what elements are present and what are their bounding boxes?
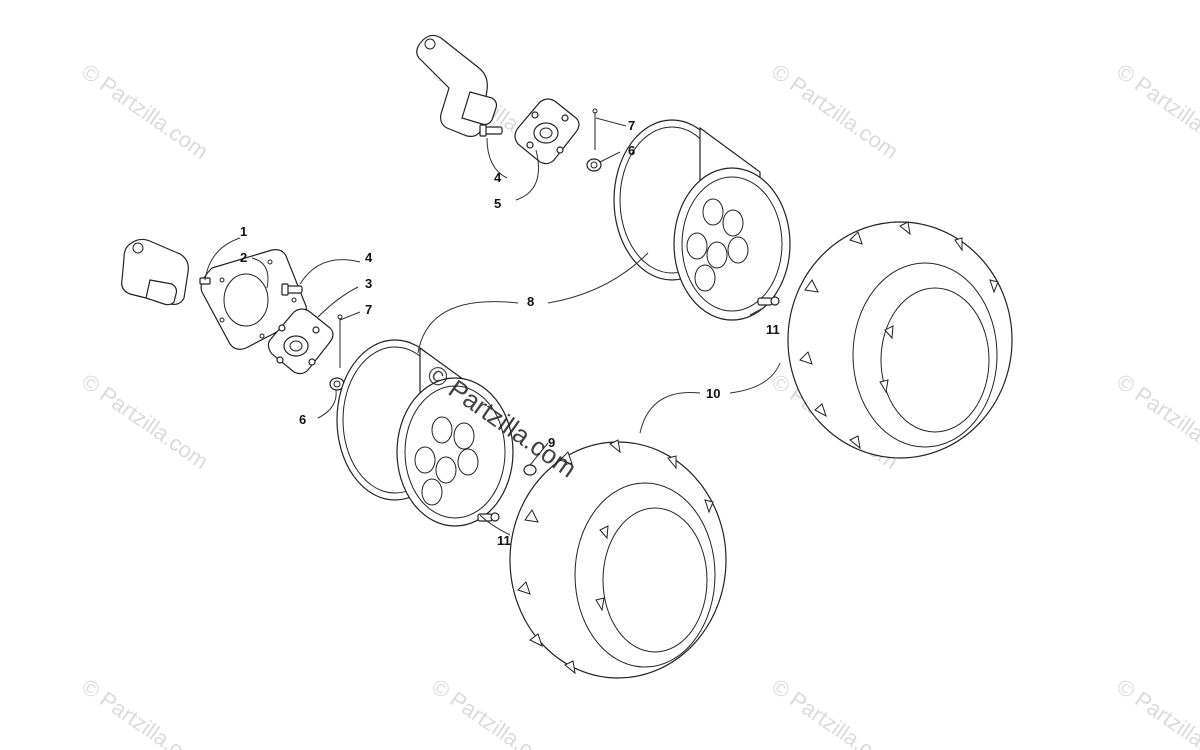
watermark: © Partzilla.com: [427, 674, 563, 750]
callout-2: 2: [240, 250, 247, 265]
front-wheel-rim: [336, 339, 514, 527]
front-cotter-pin: [337, 314, 343, 368]
rear-hub-bolt: [479, 124, 503, 137]
callout-9: 9: [548, 435, 555, 450]
callout-4-rear: 4: [494, 170, 502, 185]
watermark: © Partzilla.com: [767, 59, 903, 165]
leader-lines: [204, 117, 781, 536]
callout-1: 1: [240, 224, 247, 239]
rear-hub: [514, 98, 580, 165]
rear-tire: [787, 221, 1013, 459]
callouts: 1 2 3 4 7 6 4 5 7 6 8 9 10 11 11: [240, 118, 780, 548]
callout-4-front: 4: [365, 250, 373, 265]
callout-7-rear: 7: [628, 118, 635, 133]
callout-3: 3: [365, 276, 372, 291]
watermark: © Partzilla.com: [1112, 674, 1200, 750]
watermark: © Partzilla.com: [767, 674, 903, 750]
callout-7-front: 7: [365, 302, 372, 317]
watermark: © Partzilla.com: [1112, 369, 1200, 475]
watermark: © Partzilla.com: [1112, 59, 1200, 165]
lug-nut: [523, 464, 537, 476]
callout-10: 10: [706, 386, 720, 401]
watermark: © Partzilla.com: [77, 674, 213, 750]
callout-8: 8: [527, 294, 534, 309]
rear-valve-stem: [757, 296, 780, 306]
callout-11-front: 11: [497, 533, 511, 548]
callout-6-front: 6: [299, 412, 306, 427]
watermark: © Partzilla.com: [77, 369, 213, 475]
front-hub: [267, 308, 334, 375]
callout-6-rear: 6: [628, 143, 635, 158]
callout-11-rear: 11: [766, 322, 780, 337]
front-tire: [509, 439, 727, 679]
callout-5: 5: [494, 196, 501, 211]
rear-castle-nut: [586, 158, 602, 172]
rear-knuckle: [416, 34, 498, 137]
watermark: © Partzilla.com: [77, 59, 213, 165]
rear-wheel-rim: [613, 119, 791, 321]
front-hub-bolt: [281, 283, 303, 296]
rear-cotter-pin: [592, 108, 598, 150]
front-knuckle: [121, 238, 189, 306]
front-valve-stem: [477, 512, 500, 522]
